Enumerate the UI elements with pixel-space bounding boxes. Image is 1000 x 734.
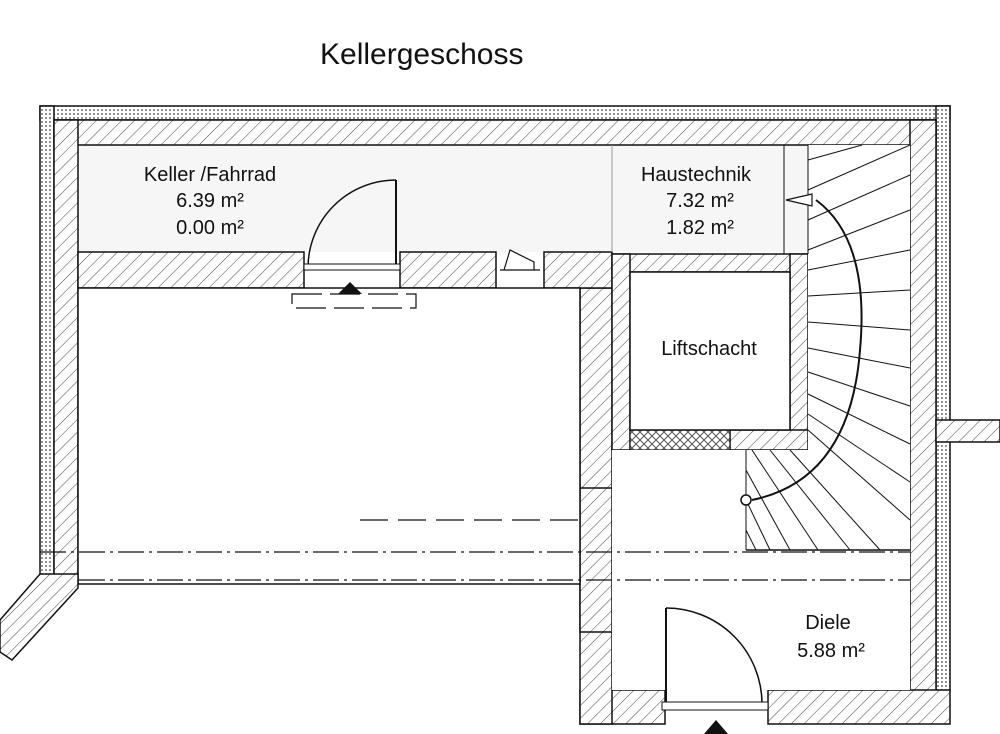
keller-door[interactable] (303, 179, 401, 271)
room-area-keller: 6.39 m² (176, 190, 244, 212)
main-room (77, 287, 581, 585)
staircase (740, 144, 911, 551)
room-area2-keller: 0.00 m² (176, 217, 244, 239)
room-name-haustechnik: Haustechnik (641, 164, 752, 186)
entry-marker-bottom (704, 720, 728, 734)
diele-door[interactable] (661, 607, 769, 711)
upper-rooms-floor (78, 145, 910, 252)
duct-stub (935, 419, 1000, 443)
liftschacht-interior (629, 271, 791, 431)
room-name-keller: Keller /Fahrrad (144, 164, 276, 186)
section-lines (40, 519, 910, 581)
insulation-layer (39, 105, 951, 692)
plan-title: Kellergeschoss (320, 38, 523, 71)
entry-marker-top (291, 282, 417, 309)
room-name-liftschacht: Liftschacht (661, 338, 757, 360)
room-name-diele: Diele (805, 612, 851, 634)
room-area2-haustechnik: 1.82 m² (666, 217, 734, 239)
interior-walls (77, 251, 809, 633)
room-area-diele: 5.88 m² (797, 640, 865, 662)
exterior-walls (53, 119, 951, 725)
room-area-haustechnik: 7.32 m² (666, 190, 734, 212)
vent-symbol (500, 249, 540, 271)
outside-wall-stub (0, 573, 79, 661)
